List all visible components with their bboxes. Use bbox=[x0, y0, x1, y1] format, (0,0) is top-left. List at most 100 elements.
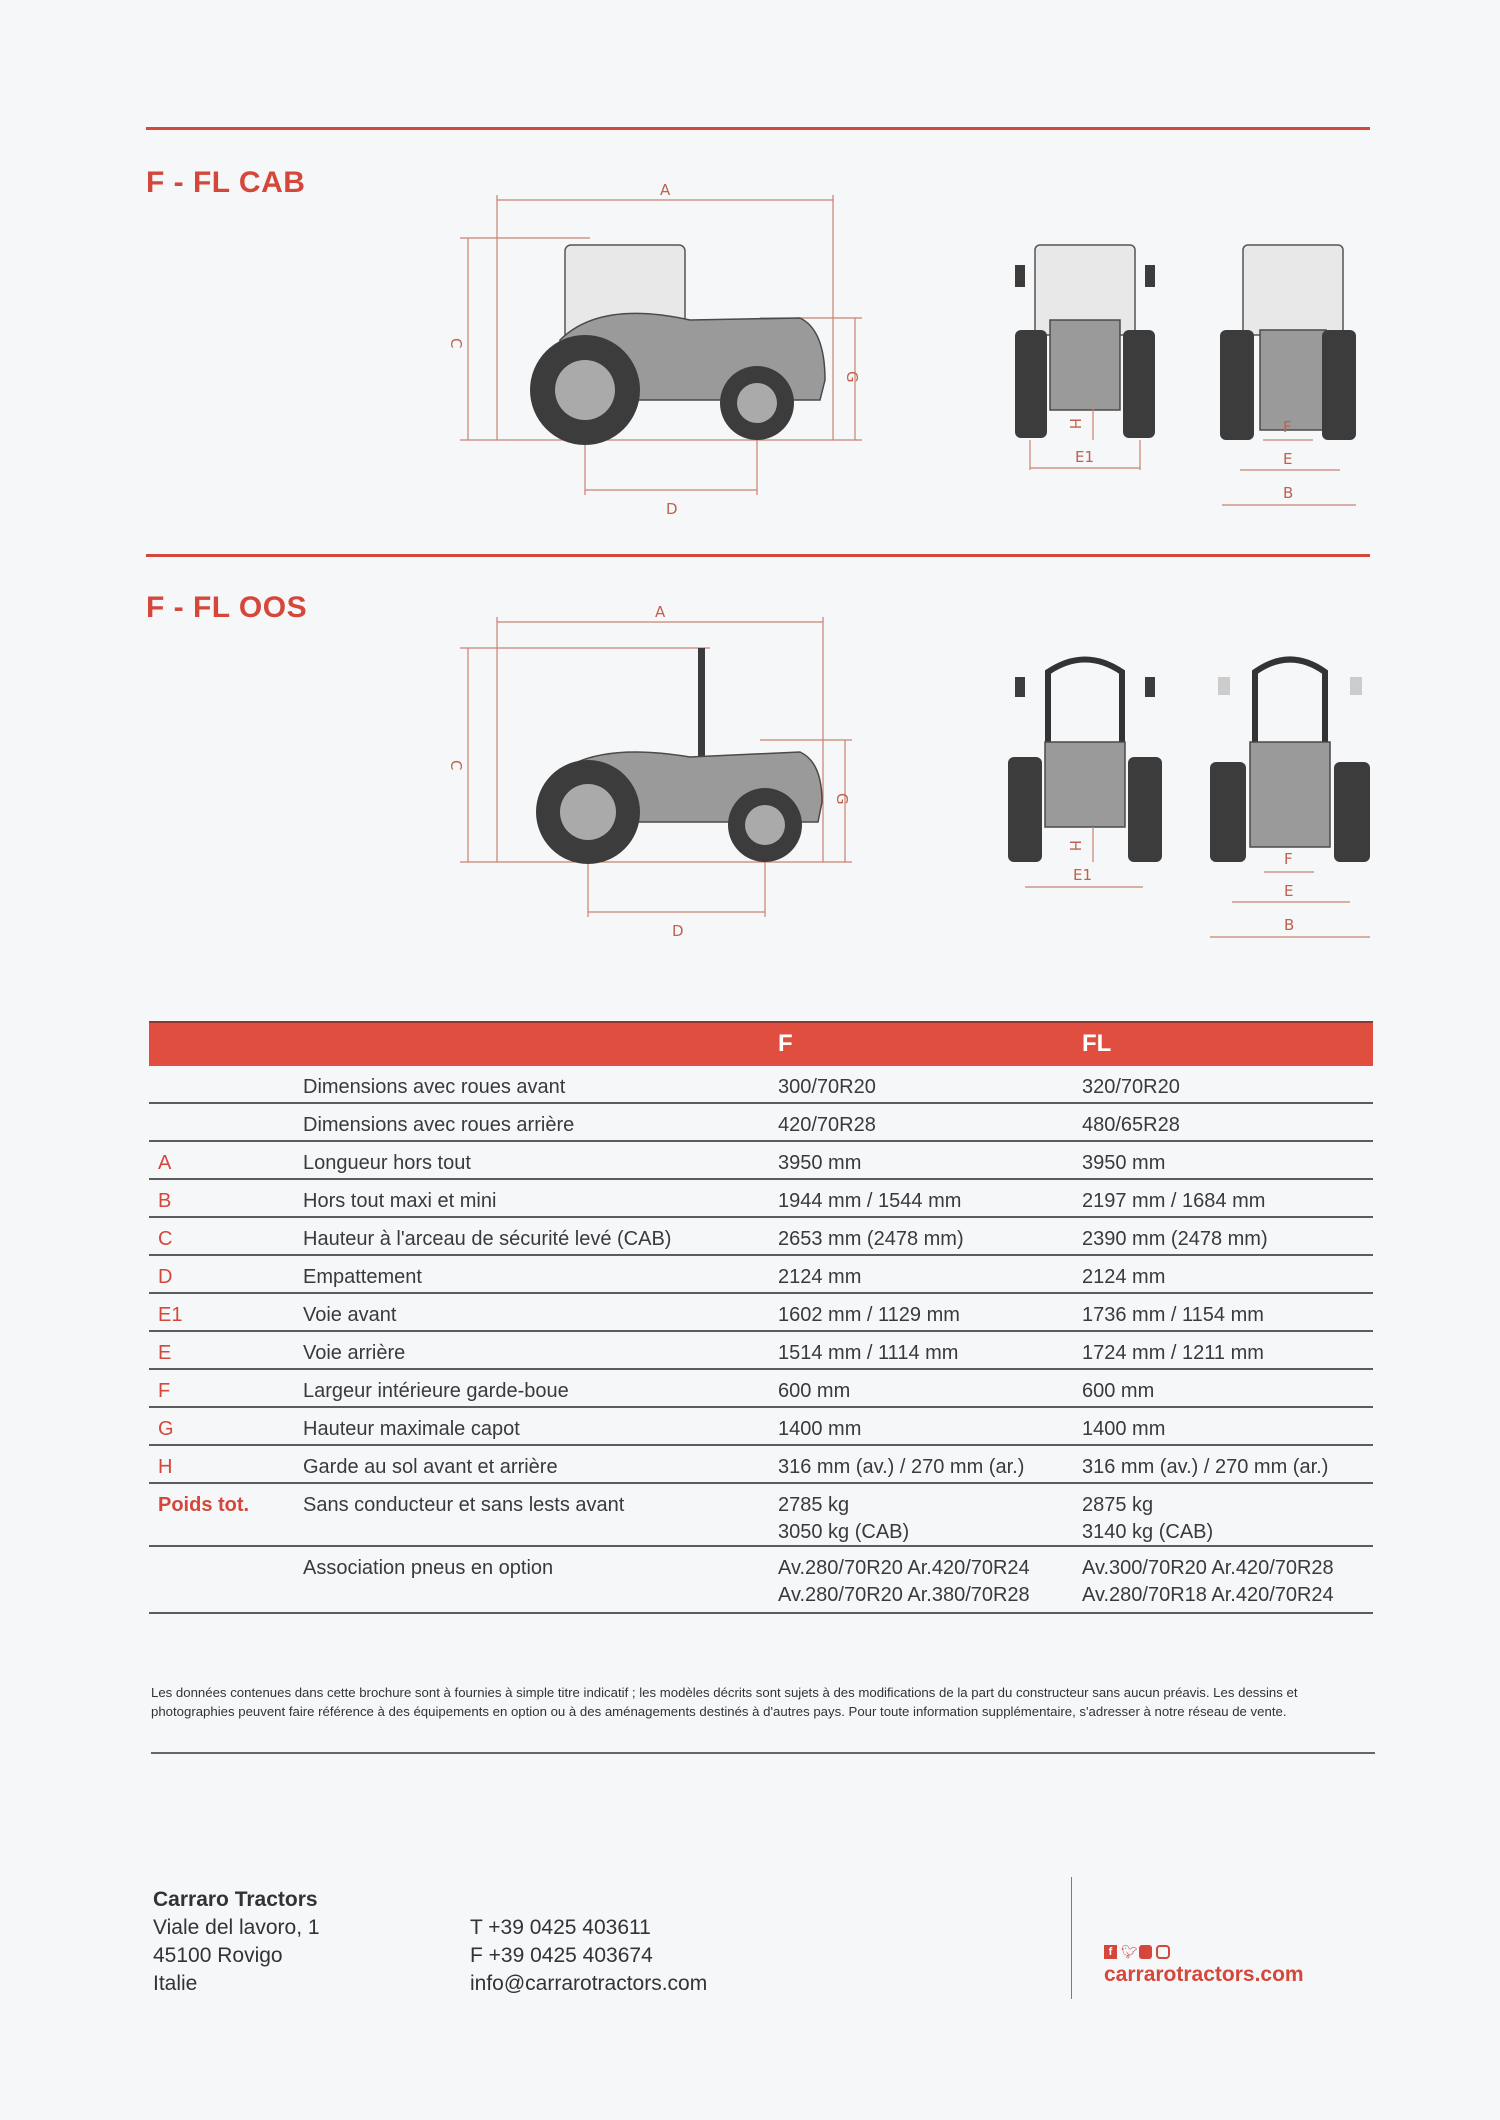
value-fl-line: 316 mm (av.) / 270 mm (ar.) bbox=[1082, 1456, 1329, 1478]
row-letter: C bbox=[158, 1226, 172, 1253]
row-letter: F bbox=[158, 1378, 170, 1405]
row-letter-line: E bbox=[158, 1342, 172, 1364]
row-label: Hauteur maximale capot bbox=[303, 1416, 520, 1443]
value-fl-line: 2124 mm bbox=[1082, 1266, 1166, 1288]
row-label-line: Longueur hors tout bbox=[303, 1152, 471, 1174]
table-row: G Hauteur maximale capot 1400 mm 1400 mm bbox=[149, 1408, 1373, 1446]
side-view-cab: A C G D bbox=[447, 181, 862, 518]
section-divider-oos bbox=[146, 554, 1370, 557]
row-label-line: Hors tout maxi et mini bbox=[303, 1190, 497, 1212]
value-f-line: 3950 mm bbox=[778, 1152, 862, 1174]
dim-label-g: G bbox=[843, 371, 861, 383]
value-fl-line: Av.300/70R20 Ar.420/70R28 bbox=[1082, 1557, 1334, 1579]
company-name: Carraro Tractors bbox=[153, 1888, 318, 1911]
table-row: C Hauteur à l'arceau de sécurité levé (CA… bbox=[149, 1218, 1373, 1256]
value-f: 2653 mm (2478 mm) bbox=[778, 1226, 964, 1253]
disclaimer-text: Les données contenues dans cette brochur… bbox=[151, 1685, 1298, 1719]
row-label: Hors tout maxi et mini bbox=[303, 1188, 496, 1215]
value-f-line: 1944 mm / 1544 mm bbox=[778, 1190, 962, 1212]
row-label: Sans conducteur et sans lests avant bbox=[303, 1492, 624, 1519]
dim-label-d: D bbox=[672, 922, 684, 940]
value-f: 600 mm bbox=[778, 1378, 850, 1405]
value-f: 3950 mm bbox=[778, 1150, 861, 1177]
dim-label-b: B bbox=[1283, 484, 1293, 502]
dim-label-c: C bbox=[447, 338, 465, 348]
value-f-line: 1400 mm bbox=[778, 1418, 862, 1440]
value-f-line-2: 3050 kg (CAB) bbox=[778, 1521, 910, 1543]
dim-label-b: B bbox=[1284, 916, 1294, 934]
dim-label-g: G bbox=[833, 793, 851, 805]
youtube-icon[interactable] bbox=[1139, 1945, 1152, 1959]
value-fl-line: 320/70R20 bbox=[1082, 1076, 1180, 1098]
value-f: 1514 mm / 1114 mm bbox=[778, 1340, 958, 1367]
website-link[interactable]: carrarotractors.com bbox=[1104, 1963, 1304, 1986]
dim-label-h: H bbox=[1066, 418, 1084, 429]
value-f-line: 2653 mm (2478 mm) bbox=[778, 1228, 964, 1250]
value-f: 300/70R20 bbox=[778, 1074, 876, 1101]
dim-label-c: C bbox=[447, 760, 465, 770]
rear-view-cab: F E B bbox=[1220, 244, 1356, 506]
email-link[interactable]: info@carrarotractors.com bbox=[470, 1972, 708, 1995]
value-f-line: 300/70R20 bbox=[778, 1076, 876, 1098]
row-label: Hauteur à l'arceau de sécurité levé (CAB… bbox=[303, 1226, 671, 1253]
social-icons: f 🐦︎ bbox=[1104, 1945, 1170, 1959]
value-fl-line: 1400 mm bbox=[1082, 1418, 1166, 1440]
dim-label-e: E bbox=[1283, 450, 1292, 468]
value-f: 2124 mm bbox=[778, 1264, 861, 1291]
value-fl: 1736 mm / 1154 mm bbox=[1082, 1302, 1264, 1329]
value-fl: 2197 mm / 1684 mm bbox=[1082, 1188, 1265, 1215]
table-row: A Longueur hors tout 3950 mm 3950 mm bbox=[149, 1142, 1373, 1180]
value-f: 1944 mm / 1544 mm bbox=[778, 1188, 961, 1215]
twitter-icon[interactable]: 🐦︎ bbox=[1121, 1944, 1138, 1959]
value-fl: 600 mm bbox=[1082, 1378, 1154, 1405]
row-label: Empattement bbox=[303, 1264, 422, 1291]
dim-label-a: A bbox=[660, 181, 671, 199]
row-letter-line: Poids tot. bbox=[158, 1494, 250, 1516]
row-letter-line: D bbox=[158, 1266, 173, 1288]
section-title-cab: F - FL CAB bbox=[146, 166, 306, 199]
value-fl: 2390 mm (2478 mm) bbox=[1082, 1226, 1268, 1253]
row-letter-line: F bbox=[158, 1380, 171, 1402]
front-view-cab: H E1 bbox=[1015, 244, 1155, 470]
front-view-oos: H E1 bbox=[1008, 656, 1162, 888]
row-label-line: Voie avant bbox=[303, 1304, 397, 1326]
row-letter: B bbox=[158, 1188, 171, 1215]
row-label-line: Dimensions avec roues avant bbox=[303, 1076, 566, 1098]
dim-label-d: D bbox=[666, 500, 678, 518]
facebook-icon[interactable]: f bbox=[1104, 1945, 1117, 1959]
instagram-icon[interactable] bbox=[1156, 1945, 1170, 1959]
value-fl-line: 2390 mm (2478 mm) bbox=[1082, 1228, 1268, 1250]
row-letter: H bbox=[158, 1454, 172, 1481]
table-row: Dimensions avec roues avant 300/70R20 320/… bbox=[149, 1066, 1373, 1104]
value-f-line: 420/70R28 bbox=[778, 1114, 876, 1136]
row-letter-line: A bbox=[158, 1152, 172, 1174]
table-row: Association pneus en option Av.280/70R20 … bbox=[149, 1547, 1373, 1614]
value-fl-line: 3950 mm bbox=[1082, 1152, 1166, 1174]
row-letter: Poids tot. bbox=[158, 1492, 249, 1519]
value-f-line: 2785 kg bbox=[778, 1494, 850, 1516]
value-f: 2785 kg 3050 kg (CAB) bbox=[778, 1492, 909, 1546]
row-label-line: Hauteur à l'arceau de sécurité levé (CAB… bbox=[303, 1228, 672, 1250]
column-header-f: F bbox=[778, 1030, 793, 1057]
table-row: D Empattement 2124 mm 2124 mm bbox=[149, 1256, 1373, 1294]
row-letter-line: G bbox=[158, 1418, 174, 1440]
row-letter: G bbox=[158, 1416, 174, 1443]
section-divider-cab bbox=[146, 127, 1370, 130]
fax-number: F +39 0425 403674 bbox=[470, 1944, 653, 1967]
value-f-line: 1514 mm / 1114 mm bbox=[778, 1342, 959, 1364]
section-title-oos: F - FL OOS bbox=[146, 591, 308, 624]
row-letter: E bbox=[158, 1340, 171, 1367]
value-fl: 480/65R28 bbox=[1082, 1112, 1180, 1139]
value-fl-line: 1724 mm / 1211 mm bbox=[1082, 1342, 1264, 1364]
row-letter-line: E1 bbox=[158, 1304, 183, 1326]
row-label-line: Association pneus en option bbox=[303, 1557, 554, 1579]
row-label: Voie avant bbox=[303, 1302, 396, 1329]
value-fl: 1724 mm / 1211 mm bbox=[1082, 1340, 1264, 1367]
